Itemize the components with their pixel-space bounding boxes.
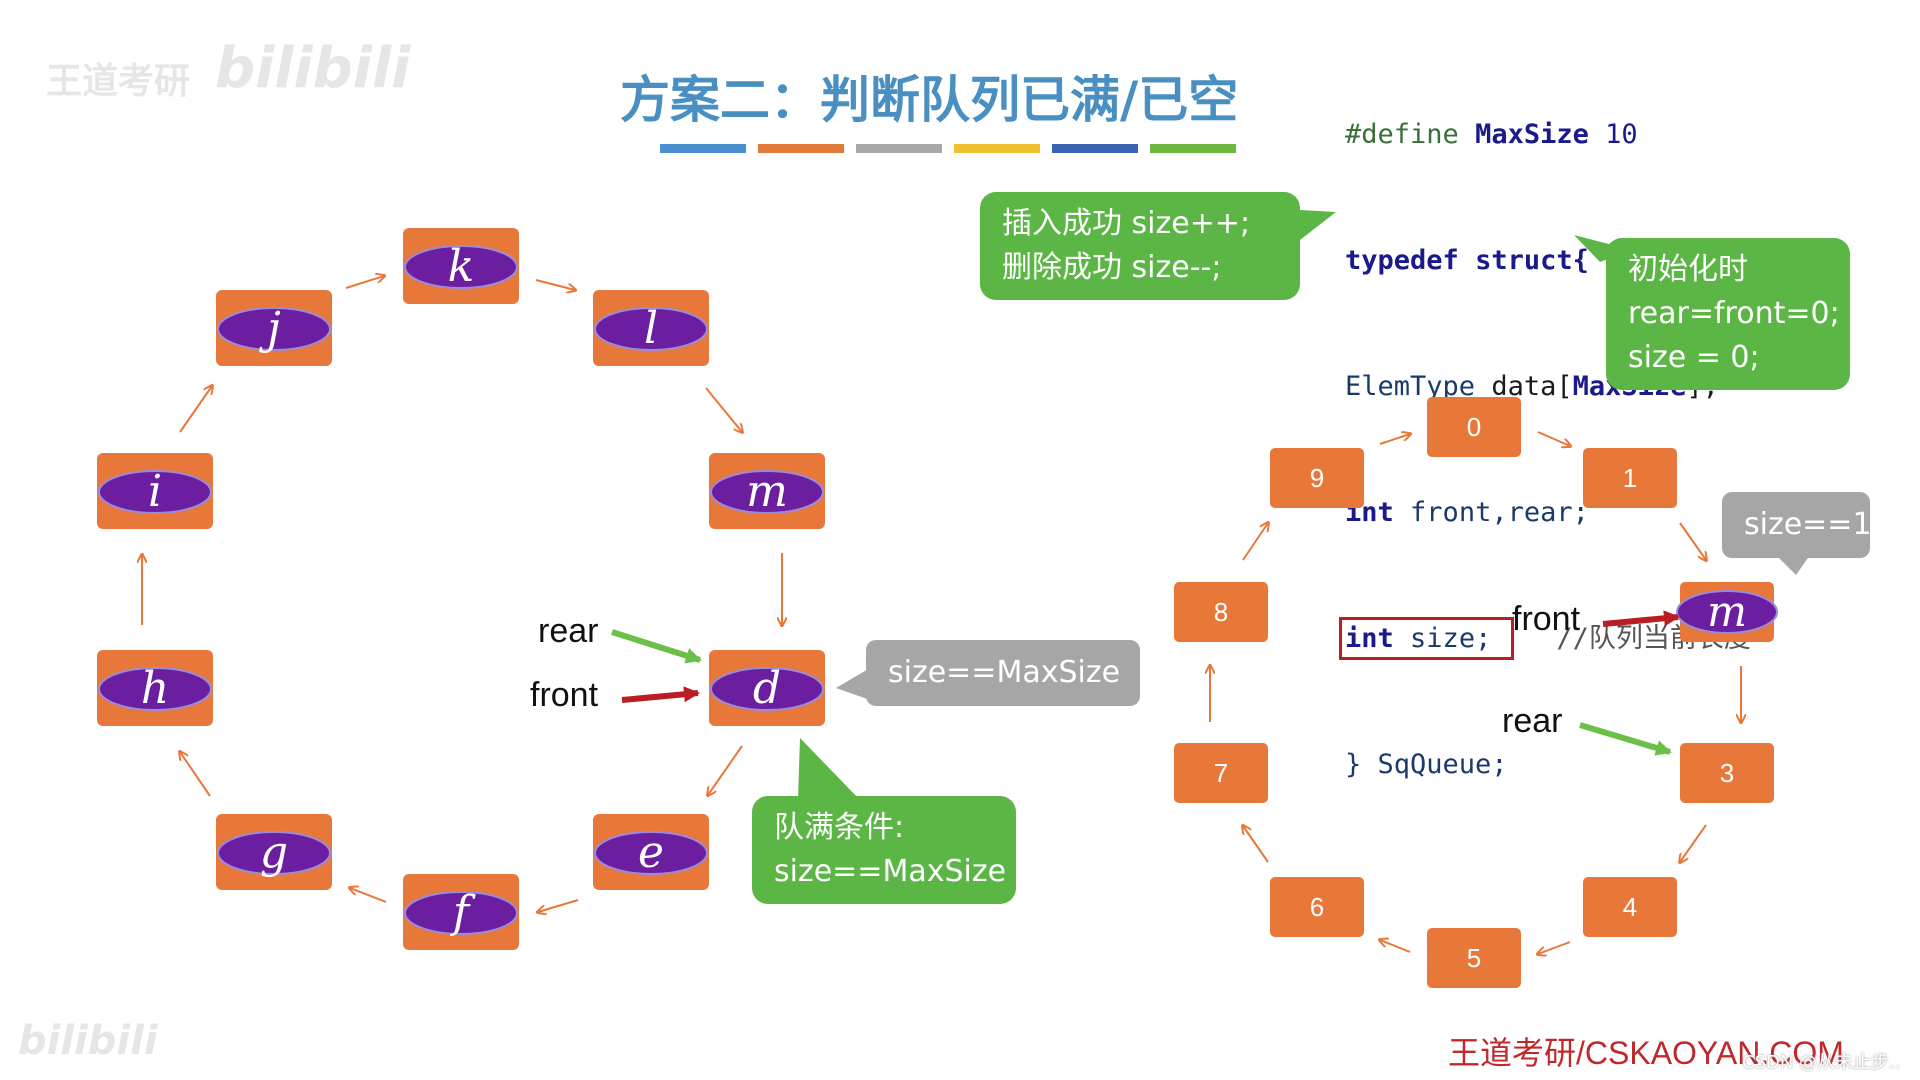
right-slot-label: 7	[1214, 758, 1228, 788]
callout-full-tail	[798, 738, 860, 800]
right-front-arrow	[1602, 610, 1680, 627]
footer-brand: 王道考研/CSKAOYAN.COM	[1448, 1035, 1844, 1071]
right-slot-label: 6	[1310, 892, 1324, 922]
color-bar	[856, 144, 942, 153]
ring-arrow	[708, 745, 743, 795]
callout-gray-full: size==MaxSize	[866, 640, 1140, 706]
code-line-define: #define MaxSize 10	[1345, 119, 1638, 150]
left-node-h: h	[97, 650, 213, 726]
bilibili-logo-top: bilibili	[215, 36, 411, 101]
right-slot-label: 3	[1720, 758, 1734, 788]
callout-insert-tail	[1300, 210, 1336, 240]
right-slot-1: 1	[1583, 448, 1677, 508]
callout-init: 初始化时 rear=front=0; size = 0;	[1606, 238, 1850, 390]
left-node-l: l	[593, 290, 709, 366]
right-slot-2: m	[1676, 582, 1778, 642]
ring-arrow	[535, 279, 575, 290]
color-bar	[1150, 144, 1236, 153]
right-slot-label: 0	[1467, 412, 1481, 442]
slide-title: 方案二：判断队列已满/已空	[620, 71, 1239, 129]
right-slot-9: 9	[1270, 448, 1364, 508]
left-node-d: d	[709, 650, 825, 726]
left-node-i: i	[97, 453, 213, 529]
right-slot-0: 0	[1427, 397, 1521, 457]
ring-arrow	[345, 276, 384, 289]
left-node-f: f	[403, 874, 519, 950]
right-slot-7: 7	[1174, 743, 1268, 803]
left-node-m: m	[709, 453, 825, 529]
ring-arrow	[1538, 941, 1571, 954]
code-block: #define MaxSize 10 typedef struct{ ElemT…	[1339, 30, 1751, 870]
left-node-g: g	[216, 814, 332, 890]
left-rear-arrow	[611, 629, 702, 664]
color-bar	[758, 144, 844, 153]
code-line-typedef: typedef struct{	[1345, 245, 1589, 276]
left-node-label: k	[448, 241, 475, 292]
right-slot-label: 4	[1623, 892, 1637, 922]
title-color-bars	[660, 144, 1236, 153]
left-node-label: d	[753, 663, 781, 714]
left-node-label: m	[746, 466, 788, 517]
right-rear-arrow	[1579, 722, 1672, 756]
callout-gray-one-tail	[1776, 555, 1810, 575]
right-slot-label: 9	[1310, 463, 1324, 493]
ring-arrow	[705, 387, 742, 432]
left-node-label: i	[148, 466, 162, 517]
ring-arrow	[350, 888, 387, 903]
callout-full-condition: 队满条件: size==MaxSize	[752, 796, 1016, 904]
left-rear-label: rear	[538, 612, 599, 650]
right-slot-label: 5	[1467, 943, 1481, 973]
right-slot-6: 6	[1270, 877, 1364, 937]
right-rear-label: rear	[1502, 702, 1563, 740]
right-slot-label: 8	[1214, 597, 1228, 627]
csdn-watermark: CSDN @从未止步..	[1742, 1052, 1901, 1073]
bilibili-logo-bottom: bilibili	[18, 1018, 158, 1064]
left-node-label: g	[260, 827, 288, 878]
code-line-end: } SqQueue;	[1345, 749, 1508, 780]
left-node-label: e	[638, 827, 664, 878]
ring-arrow	[1679, 522, 1706, 560]
left-node-label: h	[141, 663, 169, 714]
callout-gray-one: size==1	[1722, 492, 1872, 558]
right-slot-4: 4	[1583, 877, 1677, 937]
left-node-label: l	[644, 303, 658, 354]
ring-arrow	[1680, 824, 1707, 862]
ring-arrow	[1380, 940, 1411, 953]
callout-insert-delete: 插入成功 size++; 删除成功 size--;	[980, 192, 1300, 300]
color-bar	[1052, 144, 1138, 153]
right-slot-5: 5	[1427, 928, 1521, 988]
right-slot-8: 8	[1174, 582, 1268, 642]
ring-arrow	[1242, 523, 1268, 561]
left-node-j: j	[216, 290, 332, 366]
left-front-arrow	[621, 686, 700, 703]
right-front-label: front	[1512, 600, 1581, 638]
color-bar	[660, 144, 746, 153]
left-node-k: k	[403, 228, 519, 304]
ring-arrow	[1243, 826, 1269, 863]
ring-arrow	[1537, 431, 1570, 446]
color-bar	[954, 144, 1040, 153]
watermark-wangdao: 王道考研	[46, 61, 191, 102]
ring-arrow	[180, 752, 211, 797]
ring-arrow	[179, 386, 212, 433]
right-slot-label: m	[1707, 587, 1747, 636]
size-highlight-box: int size;	[1339, 617, 1514, 660]
right-slot-3: 3	[1680, 743, 1774, 803]
ring-arrow	[1379, 434, 1410, 445]
right-slot-label: 1	[1623, 463, 1637, 493]
callout-gray-full-tail	[836, 668, 870, 700]
left-front-label: front	[530, 676, 599, 714]
left-node-e: e	[593, 814, 709, 890]
ring-arrow	[538, 899, 579, 912]
